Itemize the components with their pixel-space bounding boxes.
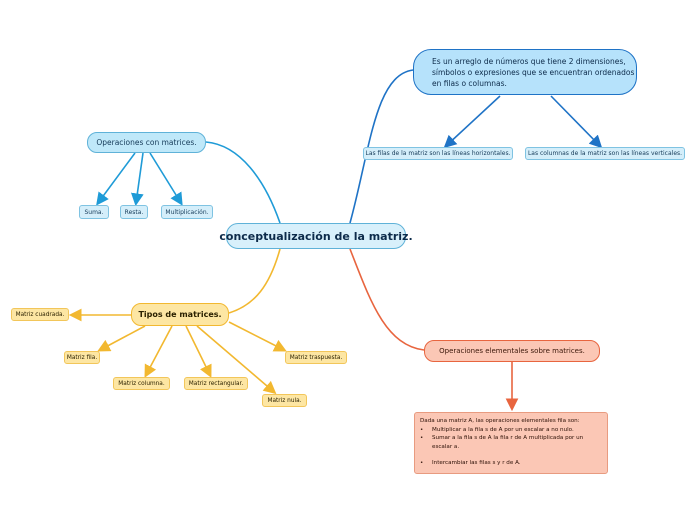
- bullet: •: [420, 460, 424, 467]
- link-root-definition: [349, 69, 414, 224]
- column-matrix-node[interactable]: Matriz columna.: [113, 377, 170, 390]
- link-root-operations: [205, 141, 281, 224]
- arrow-operations-sum: [96, 152, 136, 206]
- rows-node[interactable]: Las filas de la matriz son las líneas ho…: [363, 147, 513, 160]
- bullet: •: [420, 435, 424, 442]
- arrow-operations-subtract: [130, 152, 144, 207]
- arrow-types-transpose: [228, 321, 287, 352]
- elementary-intro: Dada una matriz A, las operaciones eleme…: [420, 418, 580, 424]
- link-root-elementary: [349, 248, 425, 351]
- multiply-node[interactable]: Multiplicación.: [161, 205, 213, 219]
- elementary-item-text: Intercambiar las filas s y r de A.: [432, 460, 521, 467]
- arrow-types-rectangular: [185, 325, 212, 378]
- types-node[interactable]: Tipos de matrices.: [131, 303, 229, 326]
- elementary-operations-node[interactable]: Operaciones elementales sobre matrices.: [424, 340, 600, 362]
- null-matrix-node[interactable]: Matriz nula.: [262, 394, 307, 407]
- arrow-types-column: [144, 325, 173, 378]
- elementary-item: • Multiplicar a la fila s de A por un es…: [420, 426, 602, 435]
- sum-node[interactable]: Suma.: [79, 205, 109, 219]
- arrow-types-null: [196, 325, 277, 395]
- transpose-matrix-node[interactable]: Matriz traspuesta.: [285, 351, 347, 364]
- square-matrix-node[interactable]: Matriz cuadrada.: [11, 308, 69, 321]
- columns-node[interactable]: Las columnas de la matriz son las líneas…: [525, 147, 685, 160]
- definition-node[interactable]: Es un arreglo de números que tiene 2 dim…: [413, 49, 637, 95]
- elementary-item-text: Multiplicar a la fila s de A por un esca…: [432, 426, 574, 433]
- arrow-definition-rows: [443, 95, 501, 149]
- elementary-item: • Sumar a la fila s de A la fila r de A …: [420, 434, 602, 451]
- elementary-detail-box[interactable]: Dada una matriz A, las operaciones eleme…: [414, 412, 608, 474]
- arrow-definition-columns: [550, 95, 603, 149]
- bullet: •: [420, 426, 424, 433]
- elementary-item: • Intercambiar las filas s y r de A.: [420, 459, 602, 468]
- operations-node[interactable]: Operaciones con matrices.: [87, 132, 206, 153]
- subtract-node[interactable]: Resta.: [120, 205, 148, 219]
- elementary-item-text: Sumar a la fila s de A la fila r de A mu…: [432, 435, 584, 450]
- arrow-types-row: [97, 325, 146, 352]
- row-matrix-node[interactable]: Matriz fila.: [64, 351, 100, 364]
- arrow-operations-multiply: [149, 152, 183, 206]
- root-topic[interactable]: conceptualización de la matriz.: [219, 223, 413, 249]
- rectangular-matrix-node[interactable]: Matriz rectangular.: [184, 377, 248, 390]
- link-root-types: [228, 248, 281, 314]
